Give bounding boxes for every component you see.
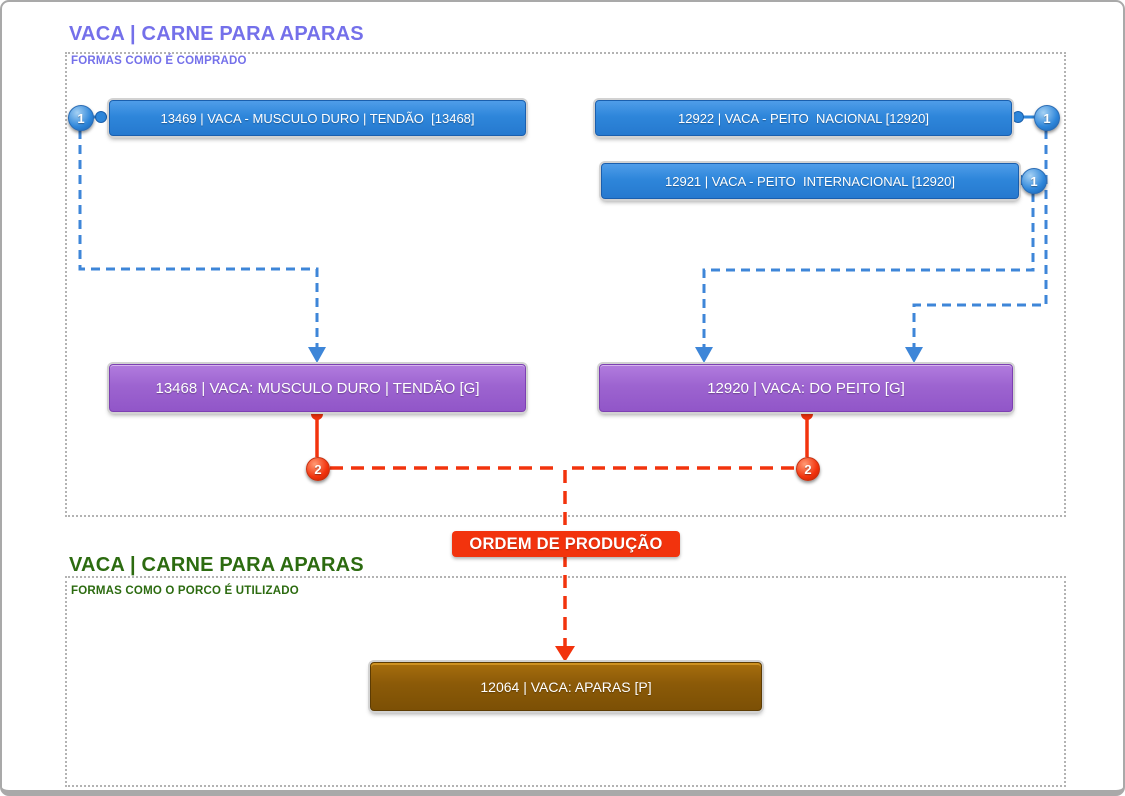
flow-path-13469-to-13468 (78, 130, 319, 347)
section-used-subtitle: FORMAS COMO O PORCO É UTILIZADO (71, 585, 299, 597)
arrowhead-into-12064-icon (555, 646, 575, 662)
arrowhead-into-12920-left-icon (695, 347, 713, 363)
node-12922-label: 12922 | VACA - PEITO NACIONAL [12920] (678, 110, 929, 126)
connector-dot-13469-icon (95, 111, 107, 123)
node-12920[interactable]: 12920 | VACA: DO PEITO [G] (599, 364, 1013, 412)
badge-1-node-12922: 1 (1034, 105, 1060, 131)
flow-path-12921-to-12920 (702, 193, 1035, 347)
flow-path-12922-to-12920 (912, 130, 1048, 347)
node-12064-label: 12064 | VACA: APARAS [P] (480, 678, 652, 695)
production-order-label: ORDEM DE PRODUÇÃO (452, 531, 680, 557)
node-13468[interactable]: 13468 | VACA: MUSCULO DURO | TENDÃO [G] (109, 364, 526, 412)
node-12922[interactable]: 12922 | VACA - PEITO NACIONAL [12920] (595, 100, 1012, 136)
badge-1-node-12921: 1 (1021, 168, 1047, 194)
arrowhead-into-13468-icon (308, 347, 326, 363)
section-purchased-subtitle: FORMAS COMO É COMPRADO (71, 55, 247, 67)
node-12921-label: 12921 | VACA - PEITO INTERNACIONAL [1292… (665, 173, 955, 189)
node-13469-label: 13469 | VACA - MUSCULO DURO | TENDÃO [13… (160, 110, 475, 126)
node-12920-label: 12920 | VACA: DO PEITO [G] (707, 379, 905, 397)
badge-2-node-12920: 2 (796, 457, 820, 481)
node-13469[interactable]: 13469 | VACA - MUSCULO DURO | TENDÃO [13… (109, 100, 526, 136)
badge-1-node-13469: 1 (68, 105, 94, 131)
arrowhead-into-12920-right-icon (905, 347, 923, 363)
section-used-title: VACA | CARNE PARA APARAS (69, 554, 364, 576)
node-12064[interactable]: 12064 | VACA: APARAS [P] (370, 662, 762, 711)
badge-2-node-13468: 2 (306, 457, 330, 481)
connector-dot-12922-icon (1012, 111, 1024, 123)
node-13468-label: 13468 | VACA: MUSCULO DURO | TENDÃO [G] (155, 379, 480, 397)
node-12921[interactable]: 12921 | VACA - PEITO INTERNACIONAL [1292… (601, 163, 1019, 199)
section-purchased-title: VACA | CARNE PARA APARAS (69, 23, 364, 45)
